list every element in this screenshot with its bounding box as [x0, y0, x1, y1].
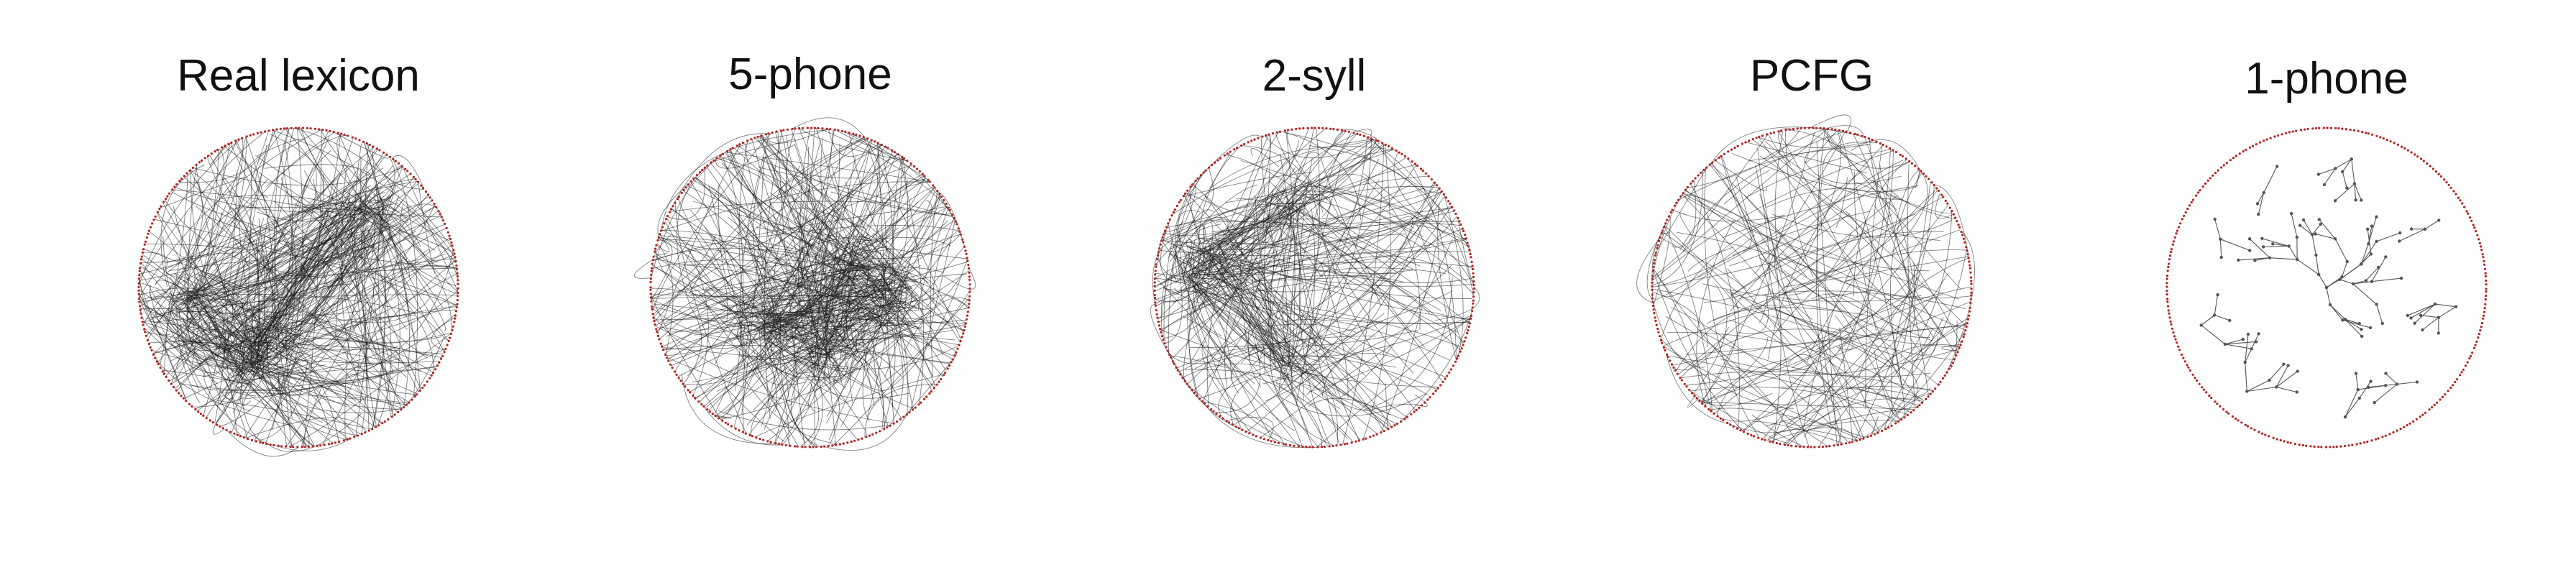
panel-real-lexicon: Real lexicon [83, 0, 514, 575]
panel-title-1-phone: 1-phone [2245, 54, 2408, 104]
panel-title-2-syll: 2-syll [1262, 51, 1367, 101]
rim-nodes [649, 126, 971, 448]
network-pcfg [1636, 114, 1975, 448]
rim-nodes [2165, 126, 2488, 448]
rim-nodes [137, 126, 459, 448]
panel-title-5-phone: 5-phone [728, 50, 892, 99]
network-edges [138, 127, 459, 457]
panel-title-pcfg: PCFG [1749, 51, 1874, 101]
network-1-phone [2165, 126, 2488, 448]
network-edges [1636, 114, 1975, 448]
network-2-syll [1150, 126, 1480, 448]
panel-pcfg: PCFG [1596, 0, 2027, 575]
rim-nodes [1153, 126, 1475, 448]
panel-2-syll: 2-syll [1099, 0, 1530, 575]
panel-1-phone: 1-phone [2111, 0, 2542, 575]
network-edges [1150, 127, 1480, 448]
panel-5-phone: 5-phone [595, 0, 1026, 575]
tree-components [2199, 157, 2458, 419]
network-real-lexicon [137, 126, 459, 457]
network-edges [634, 117, 976, 451]
rim-nodes [1651, 126, 1973, 448]
panel-title-real-lexicon: Real lexicon [177, 51, 420, 101]
network-5-phone [634, 117, 976, 451]
